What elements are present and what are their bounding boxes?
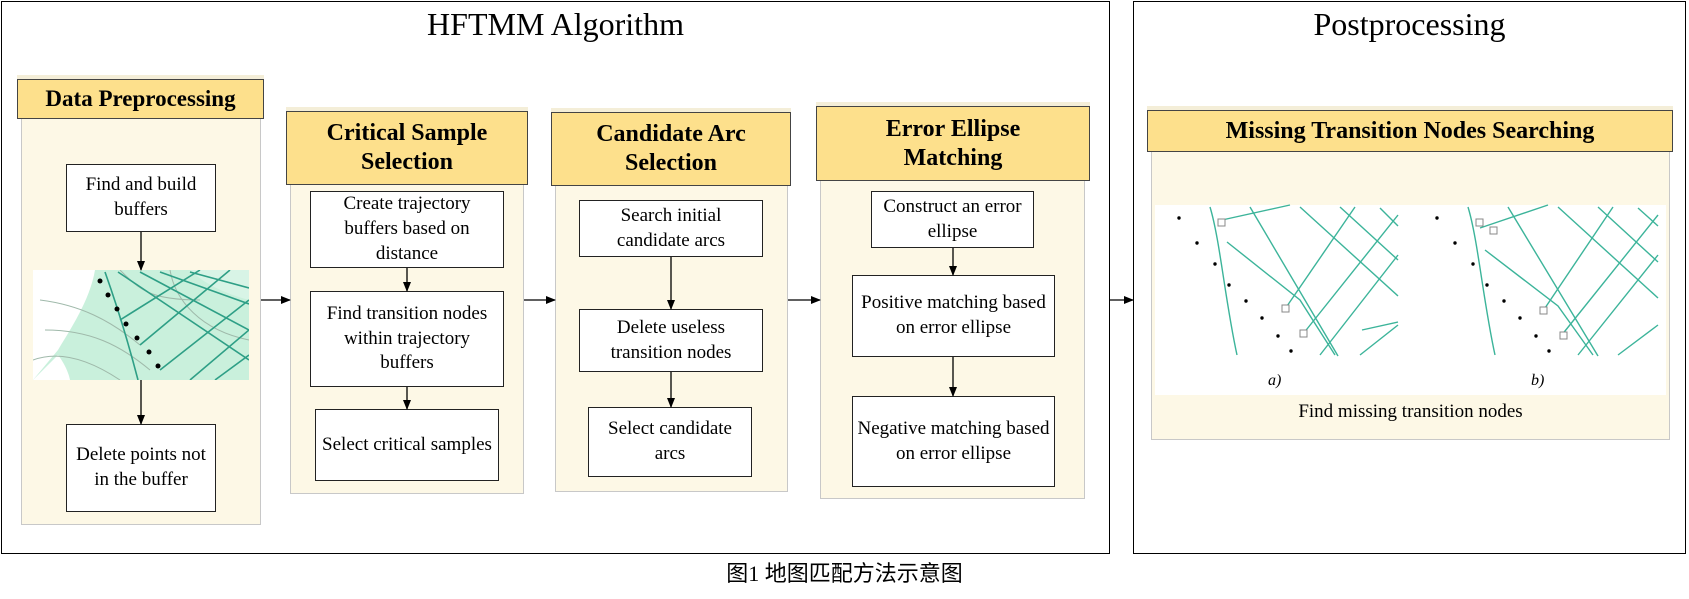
critical-sample-header: Critical Sample Selection bbox=[286, 111, 528, 185]
track-points-a bbox=[1177, 216, 1293, 353]
track-points-b bbox=[1435, 216, 1551, 353]
buffer-map-figure bbox=[33, 270, 249, 380]
road-network-b bbox=[1467, 204, 1659, 357]
stage-arrows bbox=[137, 232, 957, 425]
missing-nodes-image-area bbox=[1155, 205, 1666, 395]
road-network-a bbox=[1209, 204, 1399, 357]
find-build-buffers-box: Find and build buffers bbox=[66, 164, 216, 232]
transition-nodes-a bbox=[1217, 218, 1308, 338]
subfigure-b-label: b) bbox=[1531, 372, 1545, 389]
missing-nodes-note: Find missing transition nodes bbox=[1298, 401, 1523, 422]
find-transition-nodes-box: Find transition nodes within trajectory … bbox=[310, 291, 504, 387]
transition-nodes-b bbox=[1475, 218, 1568, 340]
positive-matching-box: Positive matching based on error ellipse bbox=[852, 275, 1055, 357]
negative-matching-box: Negative matching based on error ellipse bbox=[852, 396, 1055, 487]
create-trajectory-buffers-box: Create trajectory buffers based on dista… bbox=[310, 191, 504, 268]
select-candidate-arcs-box: Select candidate arcs bbox=[588, 407, 752, 477]
select-critical-samples-box: Select critical samples bbox=[315, 409, 499, 481]
subfigure-a-label: a) bbox=[1268, 372, 1282, 389]
candidate-arc-header: Candidate Arc Selection bbox=[551, 112, 791, 186]
missing-nodes-header: Missing Transition Nodes Searching bbox=[1147, 110, 1673, 152]
delete-points-box: Delete points not in the buffer bbox=[66, 424, 216, 512]
construct-ellipse-box: Construct an error ellipse bbox=[871, 191, 1034, 248]
figure-caption: 图1 地图匹配方法示意图 bbox=[726, 561, 963, 586]
postprocessing-title: Postprocessing bbox=[1313, 6, 1506, 42]
error-ellipse-header: Error Ellipse Matching bbox=[816, 106, 1090, 181]
search-initial-arcs-box: Search initial candidate arcs bbox=[579, 200, 763, 257]
delete-useless-nodes-box: Delete useless transition nodes bbox=[579, 309, 763, 372]
hftmm-title: HFTMM Algorithm bbox=[427, 6, 684, 42]
data-preprocessing-header: Data Preprocessing bbox=[17, 79, 264, 119]
